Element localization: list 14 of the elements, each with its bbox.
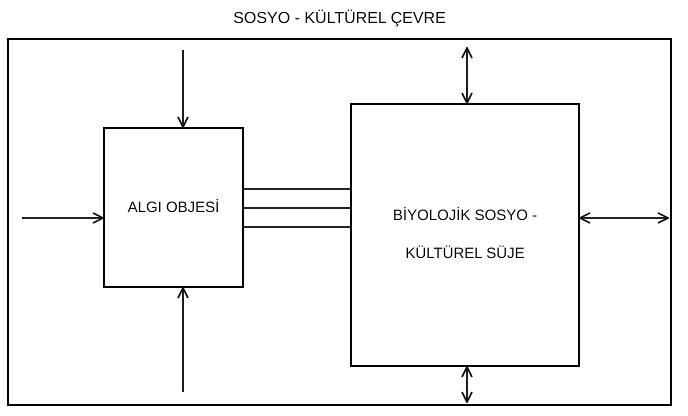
- connector-line: [244, 226, 350, 228]
- arrow: [22, 212, 104, 224]
- connector-line: [244, 207, 350, 209]
- subject-box: [350, 103, 580, 367]
- box-label: BİYOLOJİK SOSYO - KÜLTÜREL SÜJE: [392, 206, 538, 264]
- box-label: ALGI OBJESİ: [126, 198, 220, 218]
- object-box: [103, 127, 244, 288]
- connector-line: [244, 188, 350, 190]
- arrow: [579, 212, 669, 224]
- arrow: [177, 287, 189, 392]
- arrow: [177, 50, 189, 128]
- arrow: [461, 47, 473, 104]
- arrow: [461, 366, 473, 403]
- frame-title: SOSYO - KÜLTÜREL ÇEVRE: [232, 10, 447, 28]
